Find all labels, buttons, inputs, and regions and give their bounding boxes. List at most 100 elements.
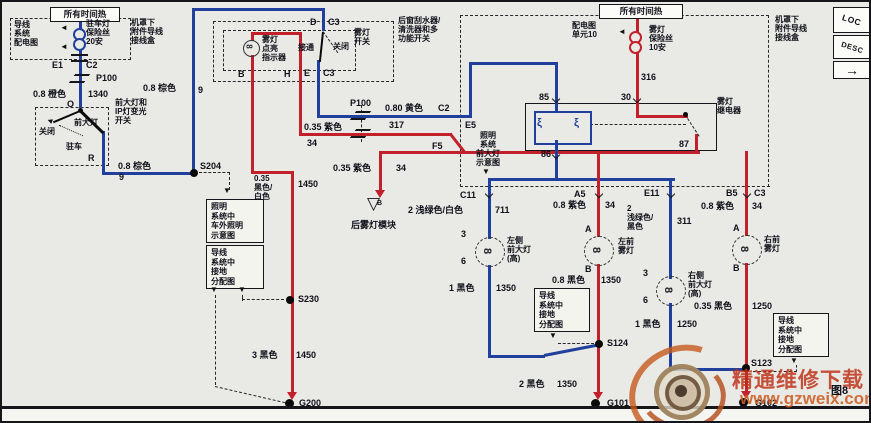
fog-fuse-label: 雾灯 保险丝 10安: [649, 25, 673, 52]
wire-purple-l-label: 0.8 紫色: [553, 200, 587, 210]
terminal-d-c3: C3: [328, 17, 340, 27]
circuit-9-a: 9: [119, 172, 125, 182]
wire-red-rf-ground: [745, 263, 748, 394]
circuit-34-l: 34: [605, 200, 616, 210]
circuit-1250-rf: 1250: [752, 301, 773, 311]
coil-zigzag-icon: ξ: [574, 117, 579, 129]
right-headlamp-icon: [656, 276, 686, 306]
fog-relay-box: [525, 103, 717, 151]
circuit-1350-lf: 1350: [601, 275, 622, 285]
junction-box-edge: [768, 15, 769, 187]
ref-dash: [242, 295, 243, 301]
circuit-9-b: 9: [198, 85, 204, 95]
multifunction-switch-title: 后窗刮水器/ 清洗器和多 功能开关: [398, 16, 441, 43]
junction-box-edge: [460, 186, 770, 187]
fog-switch-pos-off: 关闭: [333, 42, 349, 51]
dimmer-pos-park: 驻车: [66, 142, 82, 151]
wire-yellow-label: 0.80 黄色: [385, 103, 424, 113]
ref-arrow-down-icon: ▼: [238, 285, 246, 294]
conn-a5: A5: [574, 189, 586, 199]
conn-c3-right: C3: [754, 188, 766, 198]
module-arrow-icon: [375, 190, 385, 198]
wire-blue-coil-top: [469, 62, 558, 65]
ref-dash: [214, 386, 286, 404]
wire-blue-rh-ground: [669, 303, 672, 371]
splice-s124-label: S124: [607, 338, 629, 348]
wire-red-rearfog-drop: [379, 151, 382, 193]
ground-arrow-icon: [287, 392, 297, 400]
wire-red-a5-drop: [597, 151, 600, 237]
ref-dash: [558, 343, 594, 344]
conn-b5: B5: [726, 188, 738, 198]
terminal-d: D: [310, 17, 317, 27]
desc-button-label: DESC: [839, 39, 865, 55]
rf-terminal-b: B: [733, 263, 740, 273]
ground-distribution-ref-box-mid: 导线 系统中 接地 分配图: [534, 288, 590, 333]
terminal-85: 85: [539, 92, 550, 102]
ref-arrow-down-icon: ▼: [790, 356, 798, 365]
splice-s124-dot: [595, 340, 603, 348]
ref-arrow-down-icon: ▼: [549, 331, 557, 340]
rh-terminal-6: 6: [643, 295, 649, 305]
p100-label-mid: P100: [350, 98, 372, 108]
switch-pivot: [78, 108, 83, 113]
wire-red-h-run: [299, 133, 452, 136]
conn-c11: C11: [460, 190, 477, 200]
next-page-button[interactable]: →: [833, 61, 869, 79]
wire-2-black-label: 2 黑色: [519, 379, 545, 389]
dimmer-pos-headlamp: 前大灯: [74, 118, 98, 127]
wire-blue-to-d: [322, 8, 325, 31]
rh-terminal-3: 3: [643, 268, 649, 278]
wire-black-white-label: 0.35 黑色/ 白色: [254, 174, 273, 201]
p100-connector-icon: [349, 129, 372, 138]
splice-s123-dot: [742, 364, 750, 372]
circuit-1250-rh: 1250: [677, 319, 698, 329]
junction-box-title-left: 机罩下 附件导线 接线盒: [131, 18, 163, 45]
circuit-1340: 1340: [88, 89, 109, 99]
dimmer-switch-box: [35, 107, 109, 166]
splice-s204-dot: [190, 169, 198, 177]
ground-g200-dot: [285, 399, 294, 408]
loc-button[interactable]: LOC: [833, 7, 869, 33]
right-headlamp-name: 右侧 前大灯 (高): [688, 271, 712, 298]
fog-indicator-inner-box: [223, 30, 356, 71]
wire-purple1-label: 0.35 紫色: [304, 122, 343, 132]
junction-box-title-right: 机罩下 附件导线 接线盒: [775, 15, 807, 42]
terminal-e5: E5: [465, 120, 477, 130]
wire-red-lf-ground: [597, 264, 600, 394]
circuit-1450-b: 1450: [296, 350, 317, 360]
wire-red-to-g200: [291, 171, 294, 394]
ground-g101-label: G101: [607, 398, 630, 408]
wire-red-relay-run: [636, 115, 688, 118]
splice-s230-label: S230: [298, 294, 320, 304]
wire-blue-86: [555, 140, 558, 181]
right-arrow-icon: →: [845, 62, 859, 78]
right-fog-lamp-icon: [732, 235, 762, 265]
lamp-filament-icon: 8: [738, 245, 751, 253]
ref-dash: [199, 172, 230, 173]
fog-indicator-lamp-icon: [243, 40, 260, 57]
lamp-filament-icon: 8: [590, 246, 603, 254]
desc-button[interactable]: DESC: [833, 35, 869, 59]
terminal-h: H: [284, 69, 291, 79]
wire-blue-rh-run: [669, 368, 749, 371]
relay-contact-pivot: [683, 112, 688, 117]
wire-1-black-r-label: 1 黑色: [635, 319, 661, 329]
fuse-loop-icon: [73, 38, 86, 51]
fog-switch-pos-on: 接通: [298, 43, 314, 52]
circuit-34-a: 34: [307, 138, 318, 148]
diagram-bottom-border: [2, 406, 869, 409]
wire-08-black-label: 0.8 黑色: [552, 275, 586, 285]
dimmer-switch-title: 前大灯和 IP灯变光 开关: [115, 98, 147, 125]
wire-blue-main-left: [79, 18, 82, 108]
splice-s204-label: S204: [200, 161, 222, 171]
terminal-87: 87: [679, 139, 690, 149]
ref-arrow-down-icon: ▼: [482, 167, 490, 176]
wire-blue-e11-drop: [669, 178, 672, 279]
connector-bars-icon: [71, 54, 88, 62]
ground-g200-label: G200: [299, 398, 322, 408]
circuit-34-b: 34: [396, 163, 407, 173]
exterior-lighting-ref-box: 照明 系统中 车外照明 示意图: [206, 199, 264, 244]
fog-switch-title: 雾灯 开关: [354, 28, 370, 46]
